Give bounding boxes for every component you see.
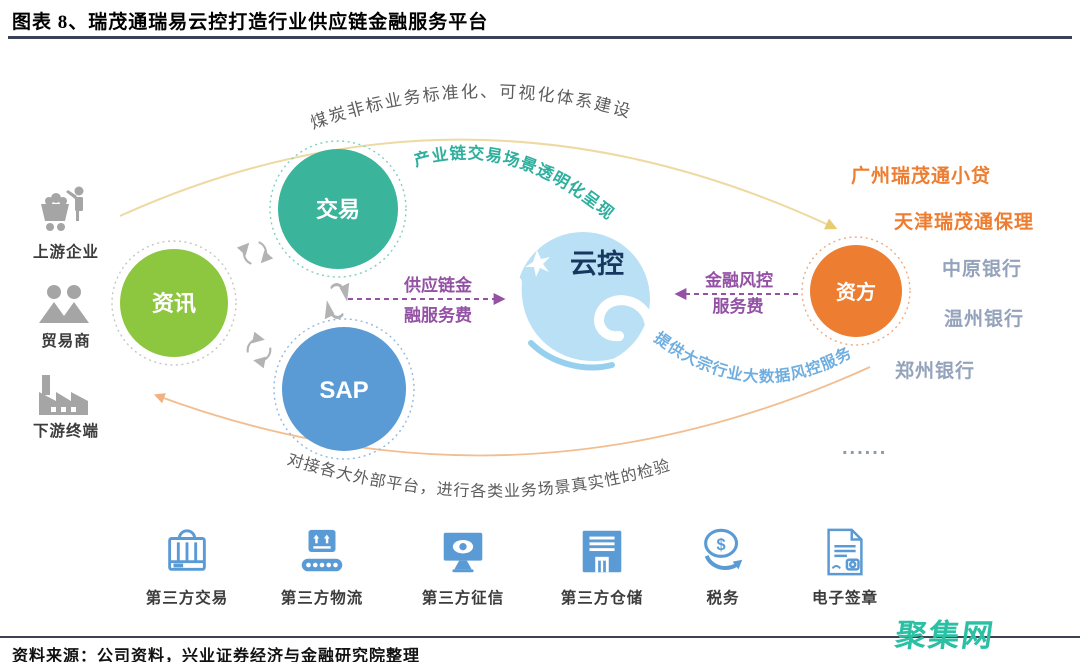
- title-divider: [8, 36, 1072, 39]
- third-party-trade: 第三方交易: [117, 522, 257, 608]
- cloud-to-funder-text: 提供大宗行业大数据风控服务: [651, 329, 855, 386]
- source-note: 资料来源：公司资料，兴业证券经济与金融研究院整理: [12, 648, 421, 662]
- risk-control-fee-arrow: 金融风控 服务费: [674, 270, 798, 316]
- monitor-eye-icon: [393, 522, 533, 580]
- cloud-control-label: 云控: [570, 249, 624, 279]
- supply-chain-fee-label-line1: 供应链金: [403, 275, 473, 295]
- risk-fee-label-line1: 金融风控: [704, 270, 773, 290]
- cycle-arrow-trade-sap-icon: [328, 285, 347, 318]
- supply-chain-fee-label-line2: 融服务费: [404, 305, 472, 325]
- supply-chain-fee-arrow: 供应链金 融服务费: [348, 275, 506, 325]
- funder-item-zhongyuan: 中原银行: [942, 259, 1023, 280]
- mine-cart-worker-icon: [34, 182, 94, 243]
- circle-trade-label: 交易: [316, 197, 360, 222]
- third-party-warehouse: 第三方仓储: [532, 522, 672, 608]
- risk-fee-label-line2: 服务费: [713, 296, 764, 316]
- third-party-tax-label: 税务: [706, 590, 740, 607]
- third-party-esign: 电子签章: [775, 522, 915, 608]
- circle-funder-label: 资方: [836, 280, 876, 304]
- third-party-credit-label: 第三方征信: [421, 590, 505, 607]
- e-signature-icon: [775, 522, 915, 580]
- footer-divider: [0, 636, 1080, 638]
- funder-item-wenzhou: 温州银行: [944, 309, 1025, 330]
- top-arc-line: [119, 138, 838, 230]
- shopping-bag-icon: [117, 522, 257, 580]
- bottom-arc-line: [153, 366, 871, 457]
- factory-icon: [34, 372, 94, 423]
- third-party-warehouse-label: 第三方仓储: [560, 590, 644, 607]
- funder-item-zhengzhou: 郑州银行: [895, 361, 976, 382]
- circle-trade: 交易: [269, 140, 407, 278]
- funder-item-gzrmt: 广州瑞茂通小贷: [851, 166, 992, 187]
- warehouse-icon: [532, 522, 672, 580]
- entity-downstream-label: 下游终端: [32, 423, 99, 440]
- watermark: 聚集网: [893, 618, 998, 653]
- bottom-arc-text: 对接各大外部平台，进行各类业务场景真实性的检验: [285, 450, 672, 500]
- third-party-logistics-label: 第三方物流: [280, 590, 364, 607]
- cloud-logo-sparkle-icon: [525, 250, 550, 277]
- tax-dollar-glyph: $: [717, 536, 726, 554]
- circle-sap-label: SAP: [319, 377, 368, 404]
- trade-to-cloud-text: 产业链交易场景透明化呈现: [412, 142, 619, 223]
- third-party-esign-label: 电子签章: [811, 590, 878, 607]
- third-party-tax: $ 税务: [653, 522, 793, 608]
- third-party-logistics: 第三方物流: [252, 522, 392, 608]
- conveyor-belt-icon: [252, 522, 392, 580]
- circle-info: 资讯: [111, 240, 237, 366]
- entity-upstream-label: 上游企业: [32, 244, 99, 261]
- cycle-arrow-info-trade-icon: [240, 238, 270, 268]
- traders-icon: [34, 283, 94, 332]
- figure-title: 图表 8、瑞茂通瑞易云控打造行业供应链金融服务平台: [12, 12, 489, 33]
- tax-coin-icon: $: [653, 522, 793, 580]
- funder-item-more: ......: [842, 437, 888, 459]
- third-party-trade-label: 第三方交易: [145, 590, 229, 607]
- top-arc-text: 煤炭非标业务标准化、可视化体系建设: [308, 82, 634, 133]
- cycle-arrow-info-sap-icon: [244, 335, 274, 364]
- entity-trader-label: 贸易商: [41, 333, 91, 350]
- cloud-control-logo: 云控: [511, 232, 655, 372]
- circle-funder: 资方: [801, 236, 911, 346]
- funder-item-tjrmt: 天津瑞茂通保理: [894, 212, 1035, 233]
- circle-info-label: 资讯: [152, 291, 196, 316]
- circle-sap: SAP: [273, 318, 415, 460]
- third-party-credit: 第三方征信: [393, 522, 533, 608]
